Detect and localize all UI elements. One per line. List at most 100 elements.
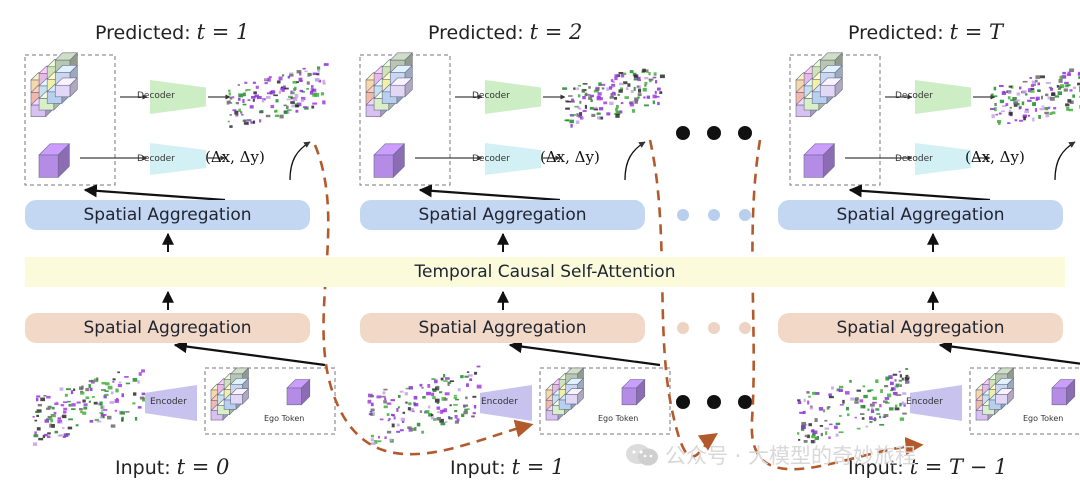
cloud-point	[1059, 86, 1062, 89]
cloud-point	[1019, 119, 1024, 122]
spatial-aggregation-top-2: Spatial Aggregation	[360, 200, 645, 230]
cloud-point	[370, 402, 374, 407]
cloud-point	[100, 406, 104, 409]
cloud-point	[1007, 96, 1011, 100]
cloud-point	[112, 378, 116, 381]
cloud-point	[287, 109, 292, 112]
cloud-point	[634, 97, 639, 102]
cloud-point	[114, 409, 118, 412]
cloud-point	[54, 402, 59, 406]
cloud-point	[299, 71, 302, 76]
cloud-point	[460, 375, 464, 379]
cloud-point	[634, 99, 638, 104]
cloud-point	[434, 398, 440, 403]
cloud-point	[905, 374, 909, 379]
cloud-point	[90, 379, 95, 384]
cloud-point	[573, 87, 576, 90]
predicted-token-block-front	[819, 84, 836, 98]
cloud-point	[1029, 77, 1032, 80]
cloud-point	[569, 119, 574, 124]
cloud-point	[242, 103, 247, 106]
cloud-point	[444, 398, 448, 401]
cloud-point	[306, 81, 310, 85]
predicted-token-block-front	[54, 84, 71, 98]
cloud-point	[379, 418, 384, 421]
cloud-point	[861, 417, 865, 420]
cloud-point	[801, 425, 806, 430]
input-point-cloud	[367, 365, 482, 445]
cloud-point	[1027, 88, 1032, 93]
cloud-point	[250, 121, 255, 124]
cloud-point	[615, 113, 620, 118]
cloud-point	[838, 431, 844, 433]
predicted-title-2: Predicted: t = 2	[428, 20, 582, 44]
cloud-point	[369, 410, 373, 413]
cloud-point	[405, 401, 408, 404]
cloud-point	[101, 389, 106, 391]
cloud-point	[454, 414, 458, 419]
cloud-point	[312, 72, 318, 76]
cloud-point	[80, 391, 85, 395]
cloud-point	[383, 400, 387, 404]
cloud-point	[1050, 87, 1054, 91]
input-token-block-front	[975, 410, 989, 421]
cloud-point	[102, 413, 107, 416]
cloud-point	[276, 80, 281, 84]
cloud-point	[611, 83, 616, 87]
cloud-point	[814, 418, 818, 422]
cloud-point	[808, 395, 811, 398]
decoder-label-1a: Decoder	[137, 91, 175, 101]
cloud-point	[256, 96, 262, 100]
cloud-point	[53, 411, 57, 415]
cloud-point	[288, 95, 293, 98]
cloud-point	[228, 92, 231, 96]
cloud-point	[229, 102, 233, 104]
predicted-token-block-front	[795, 104, 811, 117]
cloud-point	[606, 87, 609, 91]
cloud-point	[1067, 71, 1071, 76]
cloud-point	[290, 90, 293, 94]
cloud-point	[642, 68, 646, 73]
cloud-point	[67, 426, 73, 430]
ego-token-label-3: Ego Token	[1023, 414, 1064, 423]
cloud-point	[436, 406, 441, 410]
cloud-point	[432, 388, 437, 391]
cloud-point	[1032, 117, 1035, 122]
cloud-point	[59, 434, 63, 436]
input-token-block-front	[210, 410, 224, 421]
cloud-point	[439, 409, 444, 414]
cloud-point	[879, 404, 882, 408]
cloud-point	[295, 109, 299, 113]
cloud-point	[266, 92, 270, 95]
cloud-point	[396, 408, 399, 412]
cloud-point	[62, 414, 67, 419]
cloud-point	[107, 415, 112, 420]
cloud-point	[828, 436, 831, 439]
predicted-var: t = 2	[529, 20, 583, 44]
cloud-point	[884, 385, 889, 388]
cloud-point	[110, 391, 114, 395]
cloud-point	[270, 90, 276, 94]
cloud-point	[590, 99, 593, 103]
cloud-point	[432, 389, 437, 393]
cloud-point	[609, 86, 613, 90]
cloud-point	[367, 399, 372, 404]
cloud-point	[315, 78, 319, 82]
cloud-point	[870, 389, 874, 391]
cloud-point	[311, 105, 315, 109]
cloud-point	[585, 92, 588, 97]
decoder-shape	[485, 80, 541, 114]
cloud-point	[91, 396, 95, 398]
cloud-point	[125, 382, 131, 385]
cloud-point	[582, 96, 586, 100]
cloud-point	[809, 406, 814, 410]
cloud-point	[1031, 80, 1037, 85]
cloud-point	[895, 383, 900, 387]
cloud-point	[1016, 99, 1020, 102]
cloud-point	[588, 94, 591, 96]
cloud-point	[614, 74, 619, 78]
cloud-point	[259, 119, 262, 123]
cloud-point	[413, 403, 419, 407]
cloud-point	[264, 81, 268, 85]
cloud-point	[227, 120, 230, 123]
